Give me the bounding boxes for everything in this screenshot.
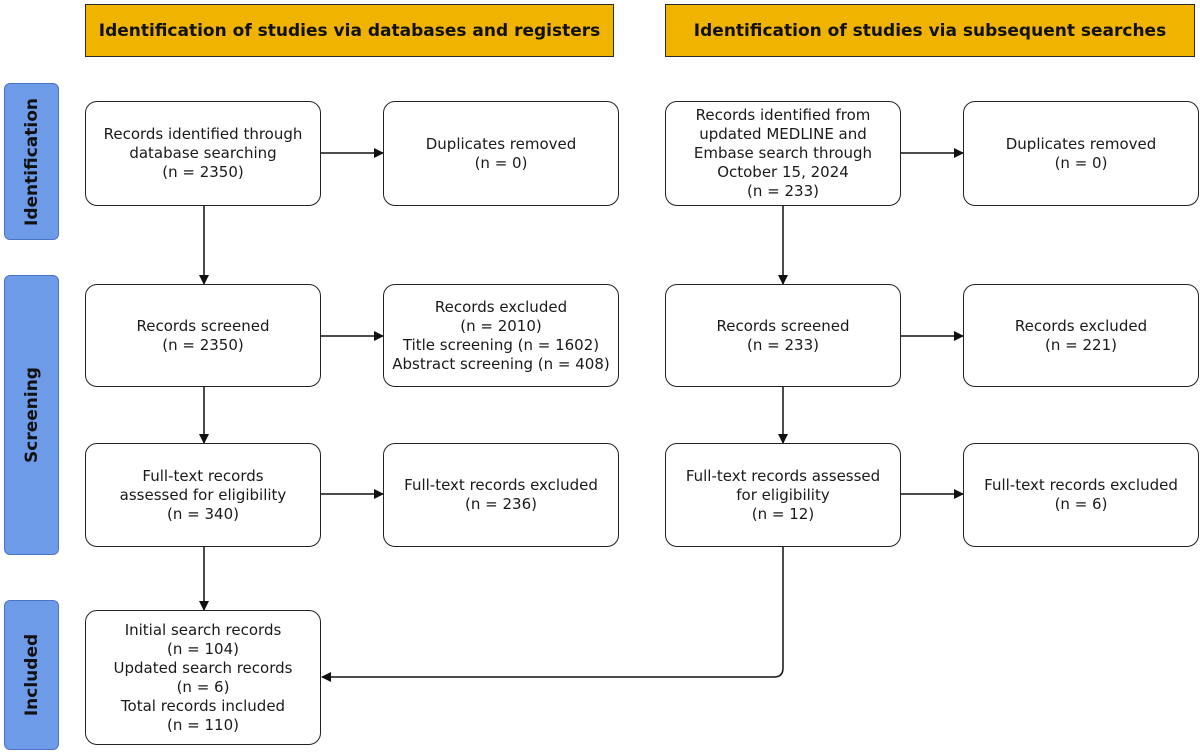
box-line: October 15, 2024 (717, 163, 849, 181)
box-line: Full-text records (142, 466, 264, 485)
left-fulltext-excluded-box: Full-text records excluded (n = 236) (383, 443, 619, 547)
box-line: (n = 233) (747, 335, 819, 354)
box-line: Records screened (716, 316, 850, 335)
left-excluded-box: Records excluded (n = 2010) Title screen… (383, 284, 619, 387)
box-line: Records excluded (434, 297, 568, 316)
box-line: (n = 12) (751, 504, 815, 523)
box-line: Duplicates removed (1005, 134, 1157, 153)
box-line: Duplicates removed (425, 134, 577, 153)
box-line: (n = 233) (747, 182, 819, 200)
box-line: (n = 104) (167, 639, 239, 658)
box-line: Records screened (136, 316, 270, 335)
box-line: assessed for eligibility (119, 485, 287, 504)
box-line: Full-text records assessed (685, 466, 881, 485)
left-screened-box: Records screened (n = 2350) (85, 284, 321, 387)
included-box: Initial search records (n = 104) Updated… (85, 610, 321, 745)
box-line: Records excluded (1014, 316, 1148, 335)
box-line: Total records included (120, 696, 286, 715)
left-fulltext-box: Full-text records assessed for eligibili… (85, 443, 321, 547)
box-line: updated MEDLINE and (699, 125, 867, 143)
box-line: (n = 236) (465, 495, 537, 513)
header-right-text: Identification of studies via subsequent… (693, 20, 1167, 41)
box-line: (n = 221) (1045, 335, 1117, 354)
header-right: Identification of studies via subsequent… (665, 4, 1195, 57)
box-line: Updated search records (113, 658, 293, 677)
box-line: Full-text records excluded (404, 476, 598, 494)
box-line: Embase search through (693, 144, 873, 162)
box-line: (n = 6) (1054, 495, 1108, 513)
box-line: (n = 340) (167, 504, 239, 523)
box-line: (n = 6) (176, 677, 230, 696)
left-duplicates-box: Duplicates removed (n = 0) (383, 101, 619, 206)
box-line: for eligibility (736, 485, 830, 504)
box-line: Initial search records (124, 620, 282, 639)
box-line: Records identified through (103, 125, 303, 143)
box-line: Abstract screening (n = 408) (392, 354, 610, 373)
box-line: Records identified from (695, 106, 871, 124)
box-line: database searching (129, 144, 277, 162)
arrow-right-fulltext-to-included (321, 547, 784, 682)
box-line: (n = 2350) (162, 163, 244, 181)
phase-included: Included (4, 600, 59, 750)
box-line: (n = 0) (1054, 153, 1108, 172)
right-excluded-box: Records excluded (n = 221) (963, 284, 1199, 387)
box-line: (n = 2010) (460, 316, 542, 335)
right-screened-box: Records screened (n = 233) (665, 284, 901, 387)
right-fulltext-excluded-box: Full-text records excluded (n = 6) (963, 443, 1199, 547)
box-line: Title screening (n = 1602) (402, 335, 600, 354)
header-left-text: Identification of studies via databases … (98, 20, 601, 41)
phase-identification: Identification (4, 83, 59, 240)
box-line: Full-text records excluded (984, 476, 1178, 494)
box-line: (n = 2350) (162, 335, 244, 354)
header-left: Identification of studies via databases … (85, 4, 614, 57)
right-fulltext-box: Full-text records assessed for eligibili… (665, 443, 901, 547)
box-line: (n = 110) (167, 715, 239, 734)
right-duplicates-box: Duplicates removed (n = 0) (963, 101, 1199, 206)
box-line: (n = 0) (474, 153, 528, 172)
right-identified-box: Records identified from updated MEDLINE … (665, 101, 901, 206)
phase-screening: Screening (4, 275, 59, 555)
left-identified-box: Records identified through database sear… (85, 101, 321, 206)
